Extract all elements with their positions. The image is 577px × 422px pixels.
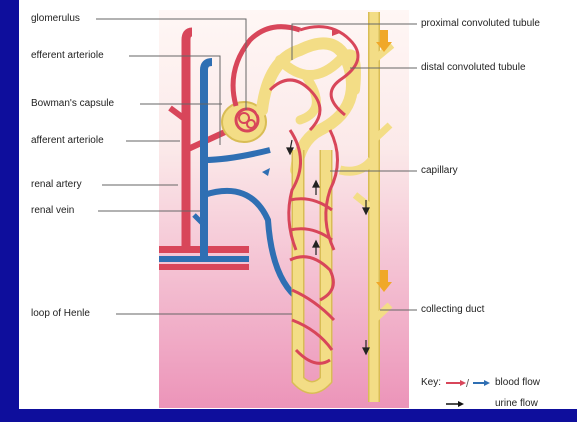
renal-artery-lower: [159, 264, 249, 270]
key-urine-flow-label: urine flow: [495, 398, 538, 410]
key-label: Key:: [421, 377, 441, 389]
label-afferent-arteriole: afferent arteriole: [31, 135, 104, 147]
key-blood-flow-label: blood flow: [495, 377, 540, 389]
label-renal-vein: renal vein: [31, 205, 74, 217]
label-proximal-tubule: proximal convoluted tubule: [421, 18, 540, 30]
label-bowmans-capsule: Bowman's capsule: [31, 98, 114, 110]
label-glomerulus: glomerulus: [31, 13, 80, 25]
label-efferent-arteriole: efferent arteriole: [31, 50, 104, 62]
key-urine-flow-icon: [446, 401, 464, 407]
label-capillary: capillary: [421, 165, 458, 177]
label-renal-artery: renal artery: [31, 179, 82, 191]
label-collecting-duct: collecting duct: [421, 304, 484, 316]
label-loop-of-henle: loop of Henle: [31, 308, 90, 320]
label-distal-tubule: distal convoluted tubule: [421, 62, 526, 74]
key-blood-flow-icon: /: [446, 378, 490, 390]
svg-text:/: /: [466, 378, 470, 390]
